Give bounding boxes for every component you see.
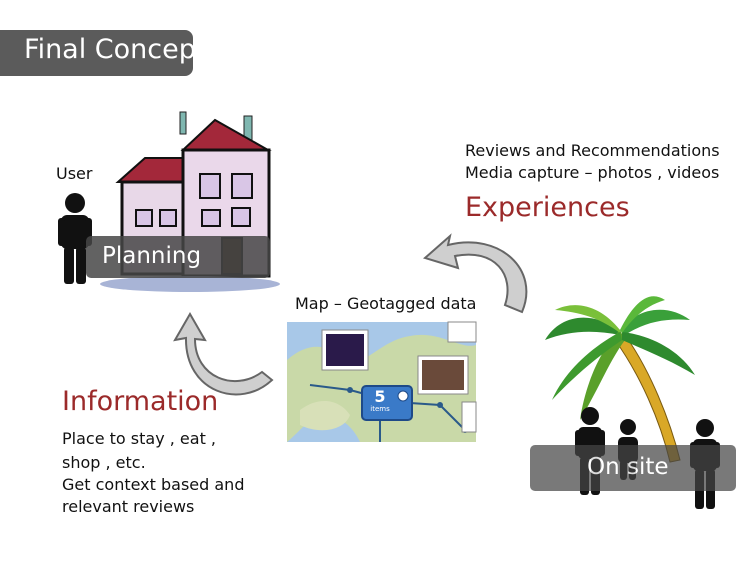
information-line-4: relevant reviews xyxy=(62,497,195,516)
experiences-line-2: Media capture – photos , videos xyxy=(465,163,720,182)
title-banner: Final Concep xyxy=(0,30,193,76)
information-line-2: shop , etc. xyxy=(62,453,146,472)
map-item-badge: 5 items xyxy=(362,386,398,414)
curved-arrow-bottom xyxy=(173,311,274,396)
information-line-1: Place to stay , eat , xyxy=(62,429,217,448)
map-label: Map – Geotagged data xyxy=(295,294,477,313)
information-heading: Information xyxy=(62,386,219,417)
house-icon xyxy=(100,111,280,292)
page-title: Final Concep xyxy=(24,34,193,65)
information-line-3: Get context based and xyxy=(62,475,245,494)
map-badge-count: 5 xyxy=(374,387,386,406)
onsite-band: On site xyxy=(530,445,736,491)
map-badge-unit: items xyxy=(370,405,390,413)
experiences-heading: Experiences xyxy=(465,192,630,223)
onsite-label: On site xyxy=(587,454,669,480)
curved-arrow-top xyxy=(422,233,528,314)
planning-band: Planning xyxy=(86,236,270,278)
experiences-line-1: Reviews and Recommendations xyxy=(465,141,720,160)
planning-label: Planning xyxy=(102,243,202,269)
palm-tree-icon xyxy=(545,296,695,463)
map-image xyxy=(287,321,477,442)
user-label: User xyxy=(56,164,93,183)
